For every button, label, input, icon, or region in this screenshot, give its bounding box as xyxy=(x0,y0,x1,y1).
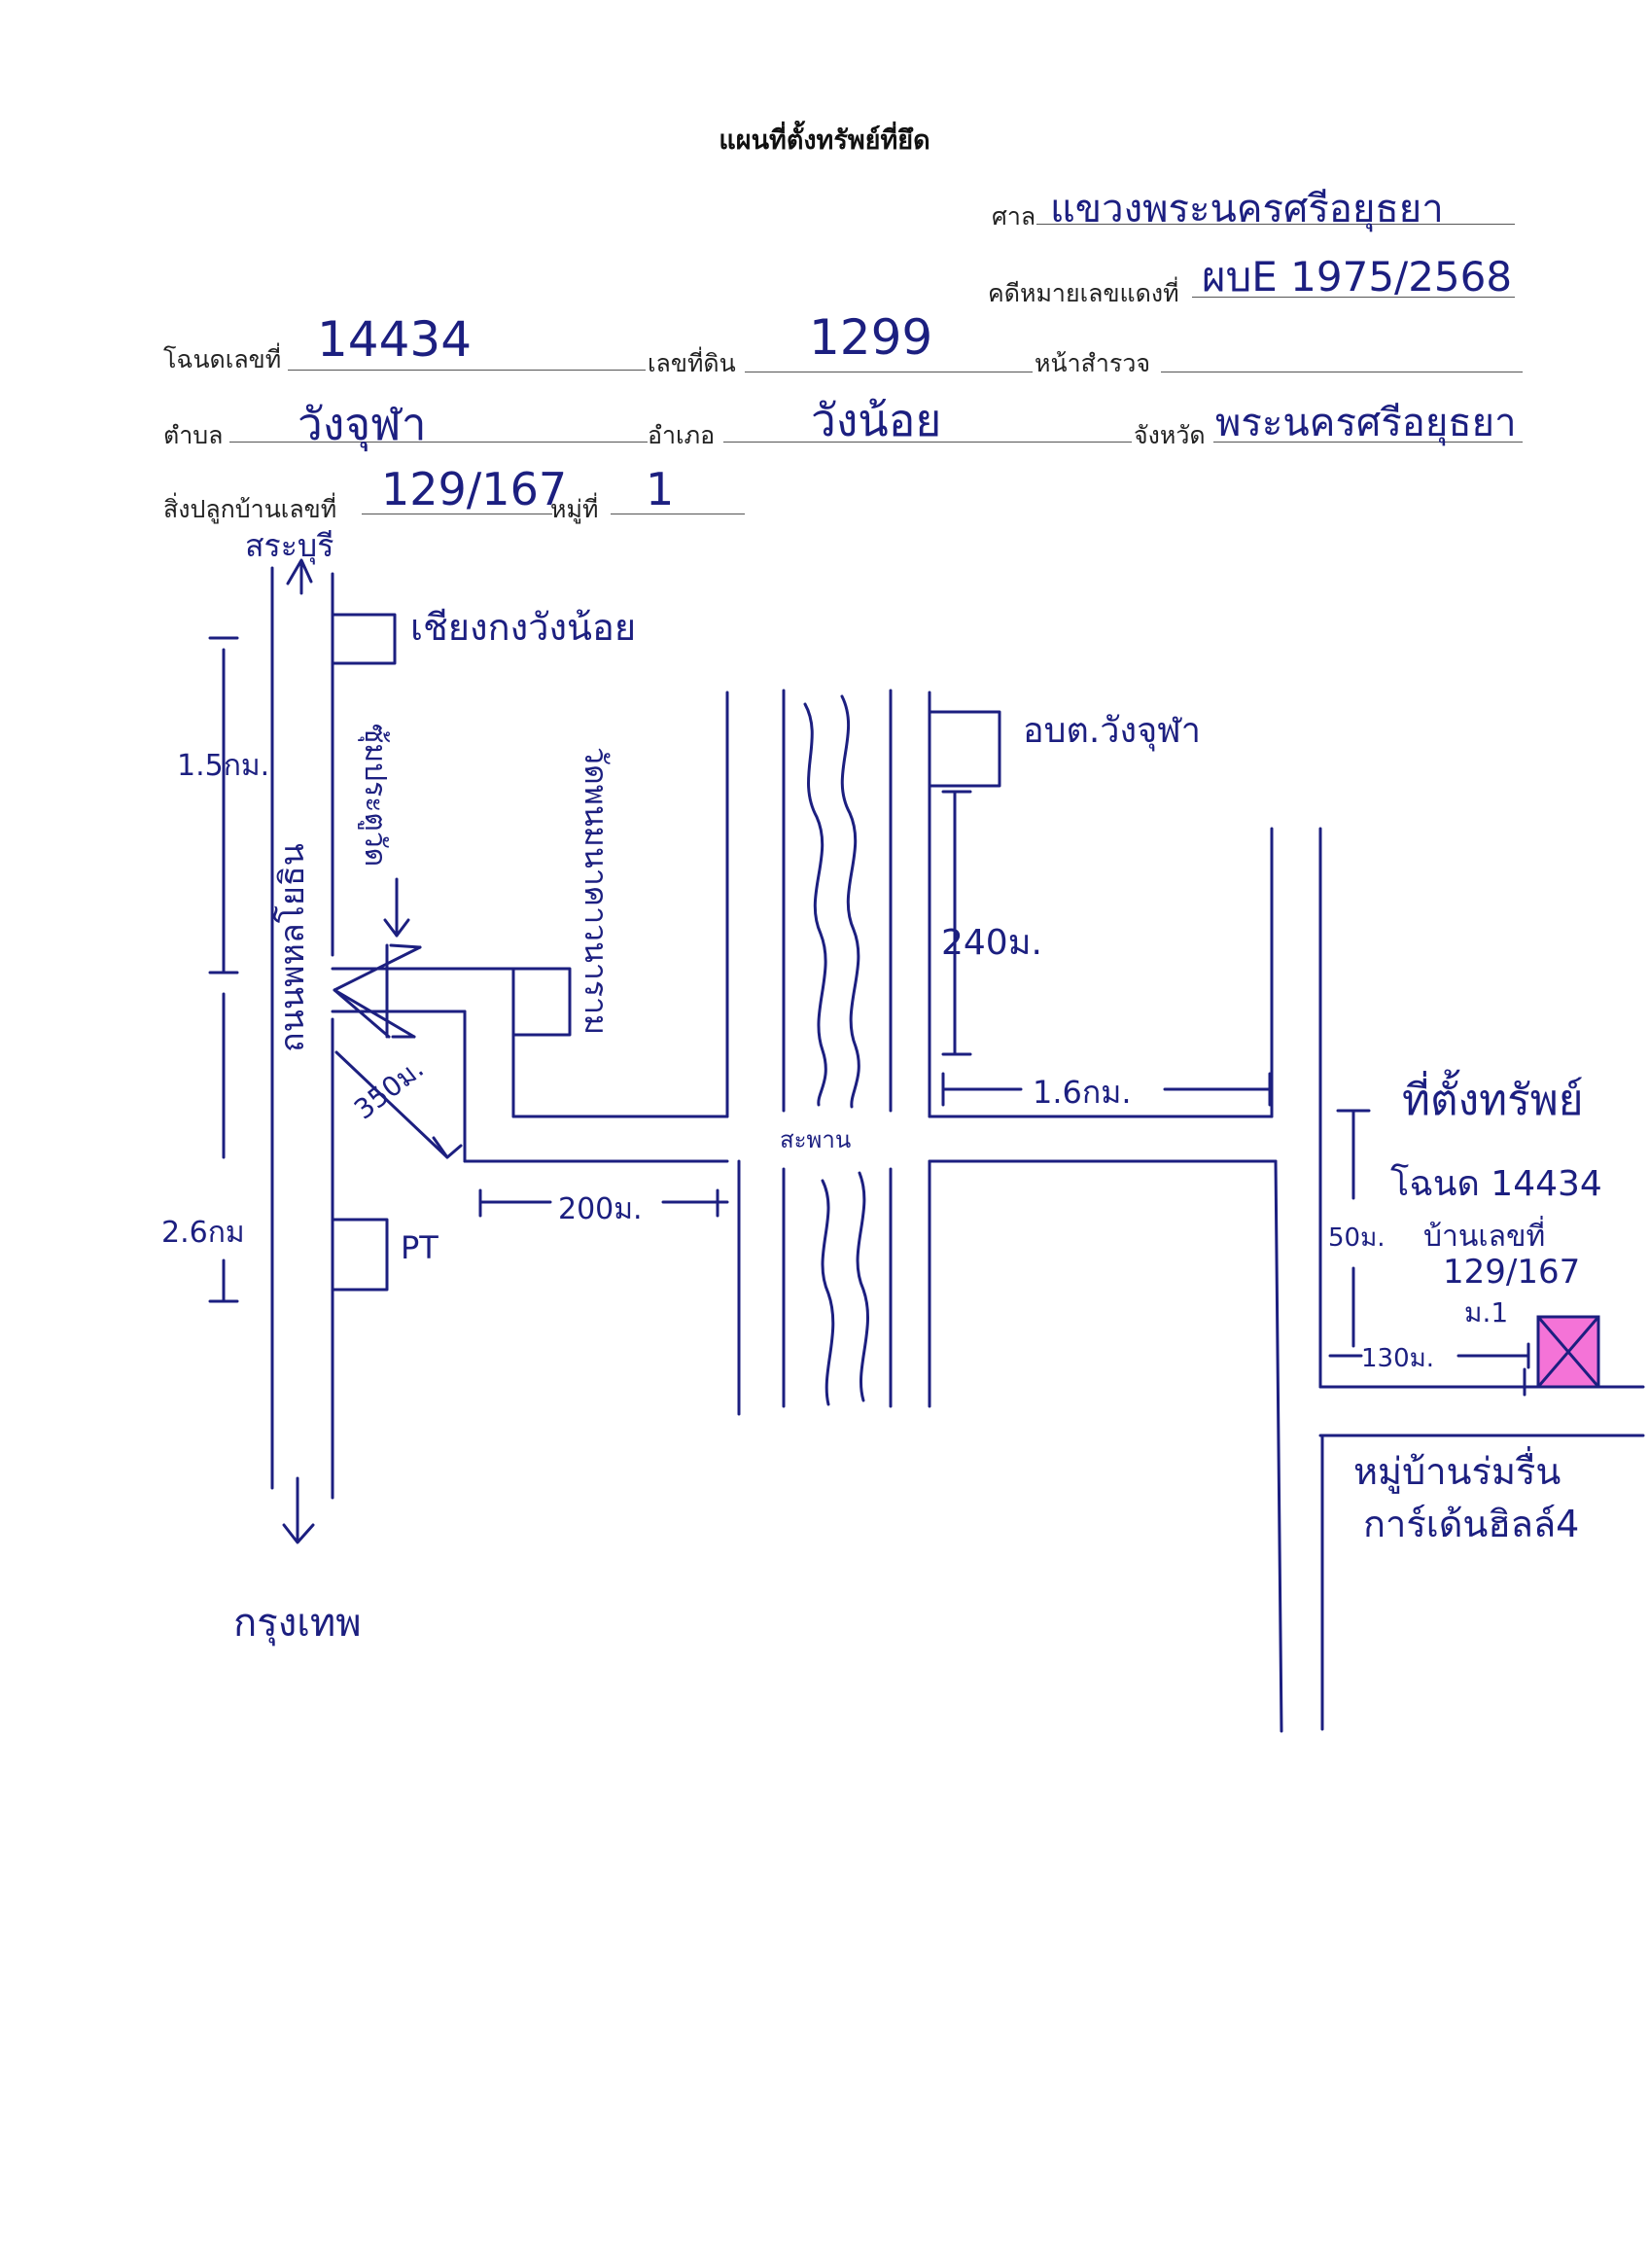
gate-top xyxy=(389,943,422,949)
village-name-line1: หมู่บ้านร่มรื่น xyxy=(1353,1450,1561,1493)
tambon-field-line xyxy=(229,442,648,443)
land-number-value: 1299 xyxy=(809,309,933,366)
sao-office-box xyxy=(928,710,1001,788)
dist-1-5km-label: 1.5กม. xyxy=(177,749,270,783)
dist-200m-label: 200ม. xyxy=(558,1192,643,1226)
property-moo-label: ม.1 xyxy=(1464,1296,1509,1329)
survey-page-label: หน้าสำรวจ xyxy=(1035,349,1151,377)
water-wave-3 xyxy=(821,1179,835,1406)
sao-office-label: อบต.วังจุฬา xyxy=(1023,711,1202,751)
moo-label: หมู่ที่ xyxy=(550,495,599,523)
dist-240m-label: 240ม. xyxy=(941,923,1042,963)
far-road-west-edge-south xyxy=(1274,1159,1283,1733)
dist-1-6km-label: 1.6กม. xyxy=(1033,1074,1132,1111)
south-arrow-icon xyxy=(282,1523,315,1544)
tambon-value: วังจุฬา xyxy=(298,398,427,450)
market-building-box xyxy=(331,613,397,665)
temple-building-box xyxy=(511,967,572,1037)
u-turn-arrow-lower xyxy=(333,988,416,1039)
pt-station-box xyxy=(331,1218,389,1292)
u-turn-arrow-upper xyxy=(333,945,422,1039)
water-wave-1 xyxy=(803,702,827,1107)
court-value: แขวงพระนครศรีอยุธยา xyxy=(1050,187,1444,231)
dist-350m-label: 350ม. xyxy=(348,1052,430,1126)
market-label: เชียงกงวังน้อย xyxy=(410,606,637,649)
property-deed-label: โฉนด 14434 xyxy=(1390,1164,1602,1204)
dist-2-6km-label: 2.6กม xyxy=(161,1216,245,1250)
water-wave-2 xyxy=(840,694,860,1109)
moo-value: 1 xyxy=(646,463,675,515)
case-number-value: ผบE 1975/2568 xyxy=(1202,253,1513,301)
property-house-number: 129/167 xyxy=(1443,1253,1581,1292)
court-label: ศาล xyxy=(992,202,1036,230)
property-marker-icon xyxy=(1536,1315,1600,1389)
dim-tick xyxy=(432,1136,463,1159)
province-field-line xyxy=(1213,442,1523,443)
water-wave-4 xyxy=(856,1171,869,1402)
gate-pointer-arrowhead-icon xyxy=(383,918,410,938)
amphoe-field-line xyxy=(723,442,1132,443)
house-number-label: สิ่งปลูกบ้านเลขที่ xyxy=(163,495,337,523)
land-number-label: เลขที่ดิน xyxy=(648,349,736,377)
dist-50m-label: 50ม. xyxy=(1328,1223,1386,1253)
deed-label: โฉนดเลขที่ xyxy=(163,345,282,373)
village-name-line2: การ์เด้นฮิลล์4 xyxy=(1363,1503,1580,1545)
property-house-label: บ้านเลขที่ xyxy=(1423,1220,1546,1254)
dist-130m-label: 130ม. xyxy=(1361,1344,1435,1373)
gate-label: ซุ้มประตูวัด xyxy=(357,724,392,867)
deed-value: 14434 xyxy=(317,311,473,368)
south-destination-label: กรุงเทพ xyxy=(233,1601,362,1646)
province-label: จังหวัด xyxy=(1134,421,1206,449)
court-field-line xyxy=(1036,224,1515,225)
case-number-label: คดีหมายเลขแดงที่ xyxy=(988,279,1179,307)
page-title: แผนที่ตั้งทรัพย์ที่ยึด xyxy=(719,125,930,156)
deed-field-line xyxy=(288,370,646,371)
amphoe-value: วังน้อย xyxy=(811,394,942,446)
north-destination-label: สระบุรี xyxy=(245,527,334,564)
temple-label: วัดพนมนาคาวนาราม xyxy=(578,747,614,1035)
north-arrow-icon xyxy=(286,558,313,585)
case-number-field-line xyxy=(1192,297,1515,298)
tambon-label: ตำบล xyxy=(163,421,224,449)
pt-station-label: PT xyxy=(401,1229,439,1266)
dim-line-350m xyxy=(334,1050,449,1159)
bridge-label: สะพาน xyxy=(780,1126,852,1153)
province-value: พระนครศรีอยุธยา xyxy=(1215,401,1517,445)
main-road-label: ถนนพหลโยธิน xyxy=(273,843,312,1052)
house-number-value: 129/167 xyxy=(381,463,568,515)
property-title-label: ที่ตั้งทรัพย์ xyxy=(1402,1076,1584,1125)
amphoe-label: อำเภอ xyxy=(648,421,716,449)
